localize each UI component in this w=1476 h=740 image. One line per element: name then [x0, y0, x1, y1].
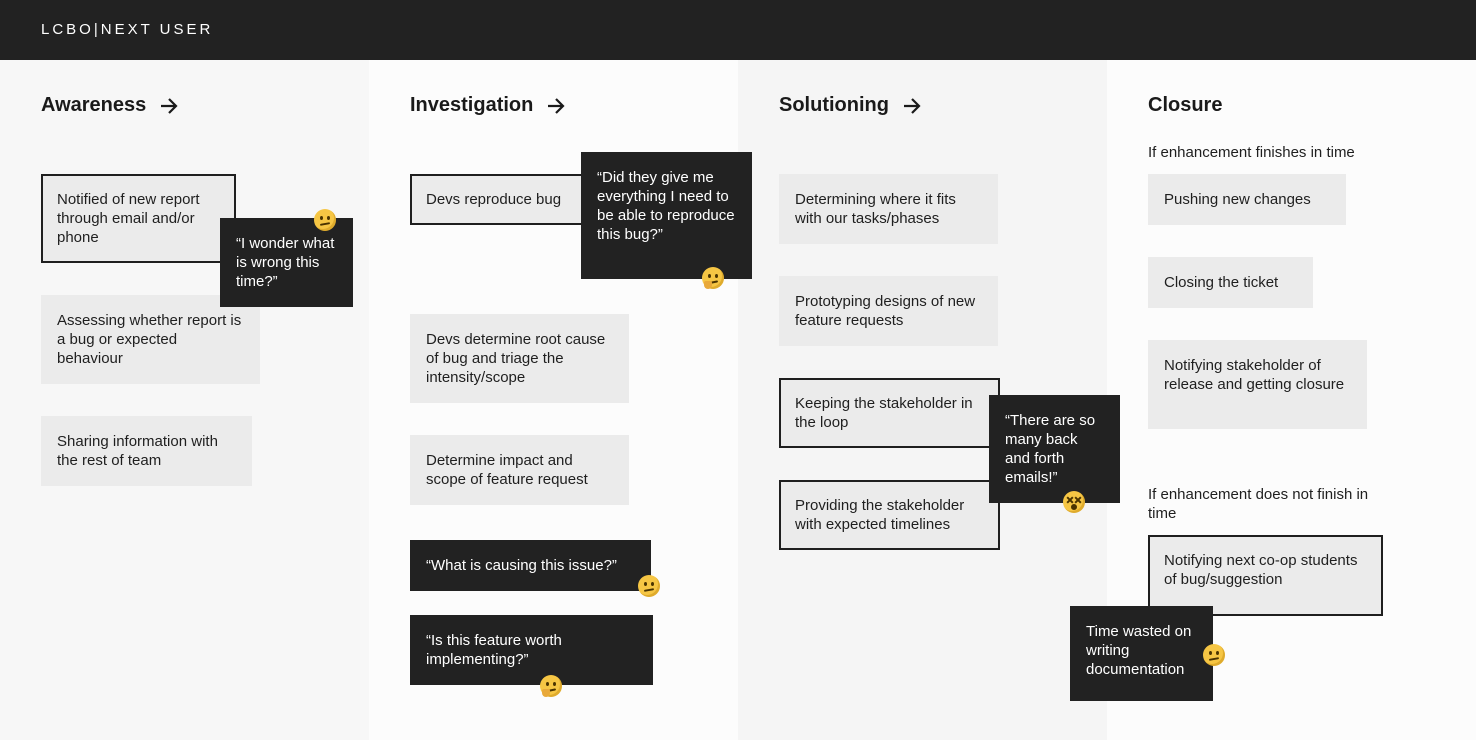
card-solutioning-prototyping: Prototyping designs of new feature reque… [779, 276, 998, 346]
heading-closure-label: Closure [1148, 94, 1223, 116]
card-closure-notifying: Notifying stakeholder of release and get… [1148, 340, 1367, 429]
arrow-right-icon [903, 97, 921, 114]
arrow-right-icon [548, 97, 565, 114]
card-solutioning-timelines: Providing the stakeholder with expected … [779, 480, 1000, 550]
card-awareness-notified: Notified of new report through email and… [41, 174, 236, 263]
heading-closure: Closure [1148, 94, 1222, 117]
quote-investigation-causing: “What is causing this issue?” [410, 540, 651, 591]
heading-awareness-label: Awareness [41, 94, 147, 116]
confused-face-emoji-icon [1203, 644, 1225, 666]
card-awareness-assessing: Assessing whether report is a bug or exp… [41, 295, 260, 384]
quote-closure-time-wasted: Time wasted on writing documentation [1070, 606, 1213, 701]
card-closure-pushing: Pushing new changes [1148, 174, 1346, 225]
quote-investigation-worth: “Is this feature worth implementing?” [410, 615, 653, 685]
closure-note-not-finish: If enhancement does not finish in time [1148, 486, 1369, 522]
heading-solutioning-label: Solutioning [779, 94, 889, 116]
confused-face-emoji-icon [638, 575, 660, 597]
quote-investigation-did-they-give: “Did they give me everything I need to b… [581, 152, 752, 279]
card-investigation-reproduce: Devs reproduce bug [410, 174, 590, 225]
card-awareness-sharing: Sharing information with the rest of tea… [41, 416, 252, 486]
card-closure-next-coop: Notifying next co-op students of bug/sug… [1148, 535, 1383, 616]
column-awareness-bg [0, 60, 369, 740]
card-closure-closing: Closing the ticket [1148, 257, 1313, 308]
heading-investigation: Investigation [410, 94, 567, 117]
card-solutioning-keeping: Keeping the stakeholder in the loop [779, 378, 1000, 448]
quote-awareness-wonder: “I wonder what is wrong this time?” [220, 218, 353, 307]
quote-solutioning-emails: “There are so many back and forth emails… [989, 395, 1120, 503]
top-bar: LCBO|NEXT USER [0, 0, 1476, 60]
card-investigation-impact: Determine impact and scope of feature re… [410, 435, 629, 505]
card-solutioning-determining: Determining where it fits with our tasks… [779, 174, 998, 244]
heading-awareness: Awareness [41, 94, 180, 117]
arrow-right-icon [161, 97, 178, 114]
heading-solutioning: Solutioning [779, 94, 923, 117]
dizzy-face-emoji-icon [1063, 491, 1085, 513]
closure-note-finishes: If enhancement finishes in time [1148, 144, 1355, 161]
thinking-face-emoji-icon [702, 267, 724, 289]
heading-investigation-label: Investigation [410, 94, 534, 116]
brand-logo-text: LCBO|NEXT USER [41, 21, 214, 38]
card-investigation-root-cause: Devs determine root cause of bug and tri… [410, 314, 629, 403]
thinking-face-emoji-icon [540, 675, 562, 697]
confused-face-emoji-icon [314, 209, 336, 231]
